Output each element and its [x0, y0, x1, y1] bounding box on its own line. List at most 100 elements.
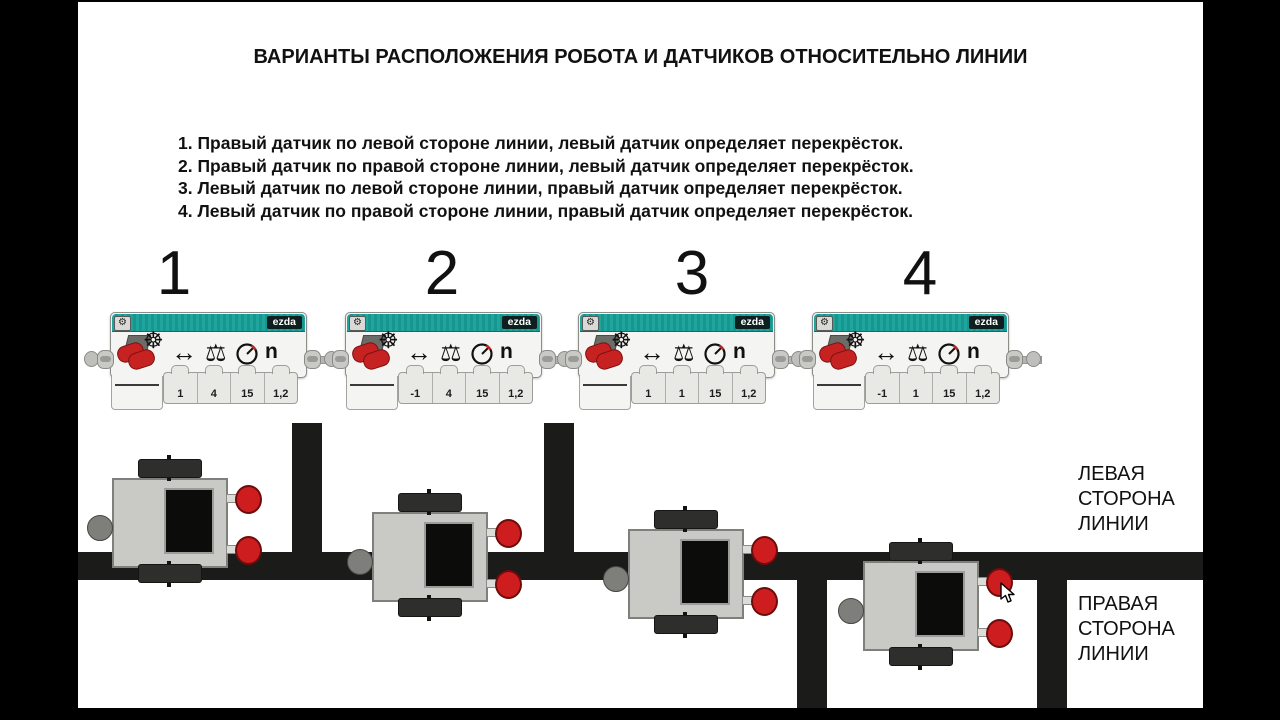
param-cell[interactable]: 1,2 — [500, 365, 533, 403]
param-tab — [873, 365, 892, 374]
steering-wheel-icon: ☸ — [611, 327, 632, 353]
caster-wheel — [347, 549, 373, 575]
port-line — [817, 384, 861, 386]
block-name-tag: ezda — [266, 316, 302, 329]
mode-n-icon: n — [265, 340, 278, 363]
speed-gauge-icon — [703, 341, 727, 370]
param-tab — [940, 365, 959, 374]
color-sensor-left — [751, 536, 778, 565]
variant-number-4: 4 — [902, 239, 938, 308]
robot-brick-screen — [680, 539, 730, 605]
param-tab — [973, 365, 992, 374]
steering-wheel-icon: ☸ — [378, 327, 399, 353]
label-left-side-of-line: ЛЕВАЯ СТОРОНА ЛИНИИ — [1078, 463, 1175, 535]
param-cell[interactable]: 15 — [231, 365, 265, 403]
robot-wheel-right — [398, 598, 462, 617]
frame-bar-left — [0, 0, 78, 720]
block-connector-right — [304, 350, 321, 369]
gear-icon[interactable]: ⚙ — [114, 316, 131, 331]
block-connector-left — [799, 350, 816, 369]
ev3-block-1[interactable]: ⚙ ezda ☸ ↔ ⚖ n 1 4 15 1,2 — [97, 312, 321, 410]
param-cell[interactable]: 4 — [433, 365, 466, 403]
mouse-cursor-icon — [1000, 582, 1016, 609]
frame-bar-bottom — [0, 708, 1280, 720]
param-cell[interactable]: 1 — [900, 365, 933, 403]
robot-wheel-left — [138, 459, 202, 478]
block-port-area — [579, 376, 631, 410]
robot-variant-2 — [347, 489, 522, 621]
param-value: 15 — [709, 388, 722, 400]
param-cell[interactable]: 15 — [933, 365, 967, 403]
param-cell[interactable]: -1 — [866, 365, 900, 403]
param-value: -1 — [877, 388, 888, 400]
param-value: 1 — [678, 388, 685, 400]
block-port-area — [346, 376, 398, 410]
block-port-area — [813, 376, 865, 410]
param-cell[interactable]: 1,2 — [967, 365, 1000, 403]
param-tab — [171, 365, 190, 374]
param-cell[interactable]: 15 — [466, 365, 500, 403]
param-tab — [672, 365, 691, 374]
param-cell[interactable]: 1 — [164, 365, 198, 403]
param-tab — [439, 365, 458, 374]
robot-brick-screen — [164, 488, 214, 554]
param-tab — [271, 365, 290, 374]
ev3-block-2[interactable]: ⚙ ezda ☸ ↔ ⚖ n -1 4 15 1,2 — [332, 312, 556, 410]
block-connector-right — [539, 350, 556, 369]
list-item-1: 1. Правый датчик по левой стороне линии,… — [178, 133, 904, 153]
param-tab — [739, 365, 758, 374]
cross-line-down-2 — [1037, 580, 1067, 708]
param-cell[interactable]: 4 — [198, 365, 231, 403]
robot-variant-1 — [87, 455, 262, 587]
caster-wheel — [603, 566, 629, 592]
mode-n-icon: n — [733, 340, 746, 363]
speed-gauge-icon — [235, 341, 259, 370]
page-title: ВАРИАНТЫ РАСПОЛОЖЕНИЯ РОБОТА И ДАТЧИКОВ … — [253, 46, 1028, 68]
robot-wheel-right — [889, 647, 953, 666]
robot-wheel-left — [654, 510, 718, 529]
param-cell[interactable]: -1 — [399, 365, 433, 403]
port-line — [350, 384, 394, 386]
color-sensor-right — [751, 587, 778, 616]
robot-brick-screen — [915, 571, 965, 637]
robot-wheel-right — [138, 564, 202, 583]
param-tab — [906, 365, 925, 374]
param-tab — [473, 365, 492, 374]
block-connector-left — [332, 350, 349, 369]
frame-bar-right — [1203, 0, 1280, 720]
param-value: 1,2 — [741, 388, 757, 400]
block-connector-right — [1006, 350, 1023, 369]
param-cell[interactable]: 1 — [632, 365, 666, 403]
block-connector-left — [97, 350, 114, 369]
param-cell[interactable]: 1,2 — [265, 365, 298, 403]
robot-variant-4 — [838, 538, 1013, 670]
block-name-tag: ezda — [501, 316, 537, 329]
block-parameters: -1 1 15 1,2 — [865, 365, 1000, 404]
robot-wheel-left — [889, 542, 953, 561]
param-cell[interactable]: 1 — [666, 365, 699, 403]
left-right-arrow-icon: ↔ — [171, 337, 197, 367]
left-right-arrow-icon: ↔ — [406, 337, 432, 367]
gear-icon[interactable]: ⚙ — [816, 316, 833, 331]
ev3-block-4[interactable]: ⚙ ezda ☸ ↔ ⚖ n -1 1 15 1,2 — [799, 312, 1023, 410]
port-line — [115, 384, 159, 386]
list-item-2: 2. Правый датчик по правой стороне линии… — [178, 155, 914, 176]
param-value: 1,2 — [975, 388, 991, 400]
gear-icon[interactable]: ⚙ — [349, 316, 366, 331]
param-tab — [706, 365, 725, 374]
port-line — [583, 384, 627, 386]
variant-number-3: 3 — [674, 239, 710, 308]
param-cell[interactable]: 15 — [699, 365, 733, 403]
gear-icon[interactable]: ⚙ — [582, 316, 599, 331]
ev3-block-3[interactable]: ⚙ ezda ☸ ↔ ⚖ n 1 1 15 1,2 — [565, 312, 789, 410]
list-item-3: 3. Левый датчик по левой стороне линии, … — [178, 178, 903, 199]
block-connector-right — [772, 350, 789, 369]
param-tab — [204, 365, 223, 374]
param-tab — [406, 365, 425, 374]
steering-wheel-icon: ☸ — [845, 327, 866, 353]
mode-n-icon: n — [500, 340, 513, 363]
param-cell[interactable]: 1,2 — [733, 365, 766, 403]
block-name-tag: ezda — [968, 316, 1004, 329]
variant-number-2: 2 — [424, 239, 460, 308]
